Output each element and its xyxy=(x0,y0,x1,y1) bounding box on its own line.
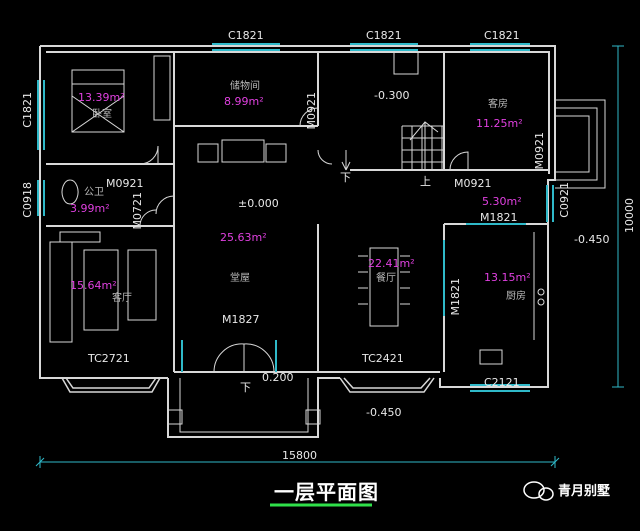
window-label-c1821-guest: C1821 xyxy=(484,29,520,42)
door-label-m0921-storage: M0921 xyxy=(305,92,318,130)
room-name-dining: 餐厅 xyxy=(376,273,396,284)
porch-mark-down: 下 xyxy=(240,381,251,394)
door-swings xyxy=(139,107,469,227)
dimension-width: 15800 xyxy=(282,449,317,462)
room-name-storage: 储物间 xyxy=(230,81,260,92)
level-outside-right: -0.450 xyxy=(574,233,610,246)
room-name-bath: 公卫 xyxy=(84,187,104,198)
window-label-c0921: C0921 xyxy=(558,182,571,218)
level-stair: -0.300 xyxy=(374,89,410,102)
room-name-bedroom: 卧室 xyxy=(92,109,112,120)
room-area-bedroom: 13.39m² xyxy=(78,91,125,104)
level-porch: 0.200 xyxy=(262,371,294,384)
dimension-depth: 10000 xyxy=(623,198,636,233)
room-area-storage: 8.99m² xyxy=(224,95,264,108)
bay-windows xyxy=(61,377,435,393)
entrance-doors xyxy=(213,343,275,373)
dimension-lines xyxy=(35,45,624,468)
level-hall: ±0.000 xyxy=(238,197,279,210)
room-name-kitchen: 厨房 xyxy=(506,291,526,302)
stair-mark-down: 下 xyxy=(340,171,351,184)
window-label-c0918: C0918 xyxy=(21,182,34,218)
window-label-tc2721: TC2721 xyxy=(88,352,130,365)
window-label-tc2421: TC2421 xyxy=(362,352,404,365)
window-label-c1821-left: C1821 xyxy=(21,92,34,128)
window-marks xyxy=(37,43,554,392)
door-label-m1821-vertical: M1821 xyxy=(449,278,462,316)
stair-mark-up: 上 xyxy=(420,175,431,188)
room-area-bath: 3.99m² xyxy=(70,202,110,215)
door-label-m0921-bath: M0921 xyxy=(106,177,144,190)
door-label-m0721: M0721 xyxy=(131,192,144,230)
level-outside-front: -0.450 xyxy=(366,406,402,419)
door-label-m1827: M1827 xyxy=(222,313,260,326)
outside-steps xyxy=(555,99,606,189)
plan-title: 一层平面图 xyxy=(274,480,379,504)
brand-logo xyxy=(523,481,554,501)
room-area-dining: 22.41m² xyxy=(368,257,415,270)
room-name-guest: 客房 xyxy=(488,99,508,110)
staircase xyxy=(341,121,444,171)
walls xyxy=(39,45,556,438)
brand-name: 青月别墅 xyxy=(558,484,611,499)
room-area-hall: 25.63m² xyxy=(220,231,267,244)
porch xyxy=(167,378,321,433)
window-label-c1821-stair: C1821 xyxy=(366,29,402,42)
window-label-c2121: C2121 xyxy=(484,376,520,389)
door-label-m1821-kitchen: M1821 xyxy=(480,211,518,224)
door-label-m0921-back: M0921 xyxy=(454,177,492,190)
room-name-living: 客厅 xyxy=(112,293,132,304)
room-area-back: 5.30m² xyxy=(482,195,522,208)
window-label-c1821-storage: C1821 xyxy=(228,29,264,42)
room-area-living: 15.64m² xyxy=(70,279,117,292)
room-area-kitchen: 13.15m² xyxy=(484,271,531,284)
furniture xyxy=(49,51,549,365)
room-name-hall: 堂屋 xyxy=(230,273,250,284)
door-label-m0921-guest: M0921 xyxy=(533,132,546,170)
room-area-guest: 11.25m² xyxy=(476,117,523,130)
